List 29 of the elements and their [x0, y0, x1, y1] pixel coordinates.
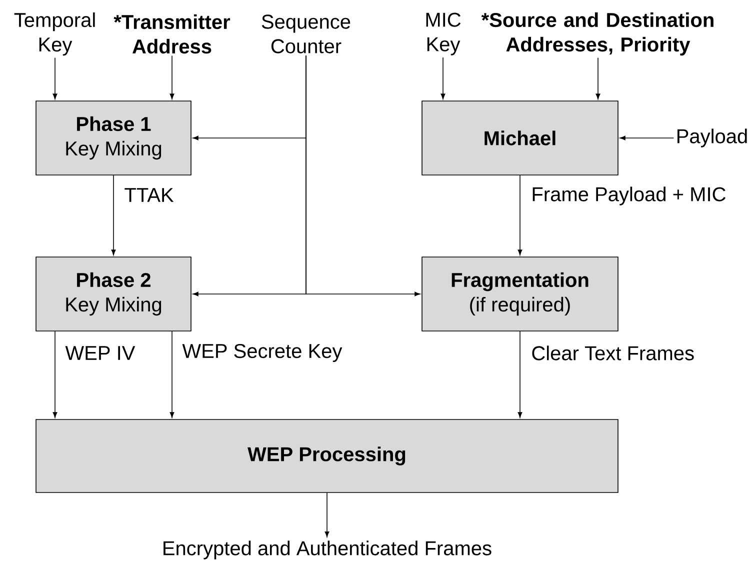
arrow [596, 57, 600, 100]
input-label: *Source and Destination Addresses, Priority [481, 12, 714, 56]
arrow [440, 57, 446, 100]
arrow [306, 55, 420, 296]
input-label: Payload [678, 128, 747, 148]
arrow [518, 175, 522, 256]
input-label: *Transmitter Address [114, 14, 230, 54]
edge-label: WEP IV [64, 345, 136, 361]
process-box: Phase 2 Key Mixing [36, 256, 192, 332]
arrow [170, 55, 174, 100]
arrow [52, 57, 58, 100]
arrow [52, 331, 58, 418]
arrow [620, 136, 674, 140]
output-label: Encrypted and Authenticated Frames [164, 540, 492, 560]
input-label: Sequence Counter [262, 14, 350, 54]
process-box: WEP Processing [36, 419, 618, 493]
process-box: Phase 1 Key Mixing [36, 100, 192, 176]
edge-label: Frame Payload + MIC [530, 186, 728, 206]
arrow [111, 175, 116, 256]
process-box: Fragmentation (if required) [422, 256, 618, 332]
edge-label: TTAK [123, 187, 175, 203]
arrow [170, 331, 174, 418]
arrow [324, 492, 330, 538]
input-label: Temporal Key [14, 12, 95, 56]
input-label: MIC Key [426, 12, 461, 56]
edge-label: WEP Secrete Key [181, 342, 344, 364]
process-box: Michael [422, 100, 618, 176]
arrow [518, 331, 522, 418]
edge-label: Clear Text Frames [530, 344, 696, 362]
